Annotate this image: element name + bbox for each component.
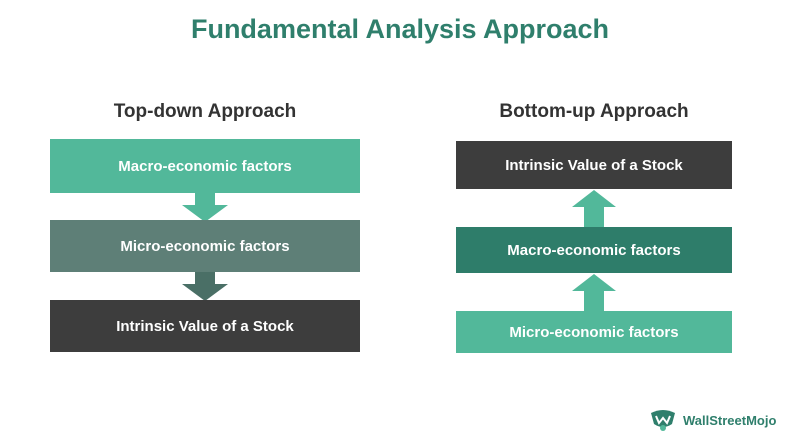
bottom-up-step-3: Micro-economic factors xyxy=(456,311,732,353)
bottom-up-step-3-label: Micro-economic factors xyxy=(509,323,679,341)
bottom-up-step-1: Intrinsic Value of a Stock xyxy=(456,141,732,189)
top-down-step-2-label: Micro-economic factors xyxy=(120,237,290,255)
top-down-step-1: Macro-economic factors xyxy=(50,139,360,193)
bottom-up-step-2-label: Macro-economic factors xyxy=(507,241,681,259)
bottom-up-step-2: Macro-economic factors xyxy=(456,227,732,273)
top-down-step-2: Micro-economic factors xyxy=(50,220,360,272)
wallstreetmojo-logo: WallStreetMojo xyxy=(648,408,776,432)
wallstreetmojo-logo-icon xyxy=(651,410,675,431)
up-arrow-icon xyxy=(572,190,616,227)
down-arrow-icon xyxy=(182,272,228,301)
bottom-up-heading: Bottom-up Approach xyxy=(499,101,689,122)
top-down-step-3: Intrinsic Value of a Stock xyxy=(50,300,360,352)
up-arrow-icon xyxy=(572,274,616,311)
page-title: Fundamental Analysis Approach xyxy=(190,14,610,44)
top-down-step-3-label: Intrinsic Value of a Stock xyxy=(116,317,294,335)
logo-text: WallStreetMojo xyxy=(683,412,777,428)
bottom-up-step-1-label: Intrinsic Value of a Stock xyxy=(505,156,683,174)
top-down-heading: Top-down Approach xyxy=(113,101,297,122)
top-down-step-1-label: Macro-economic factors xyxy=(118,157,292,175)
down-arrow-icon xyxy=(182,193,228,222)
